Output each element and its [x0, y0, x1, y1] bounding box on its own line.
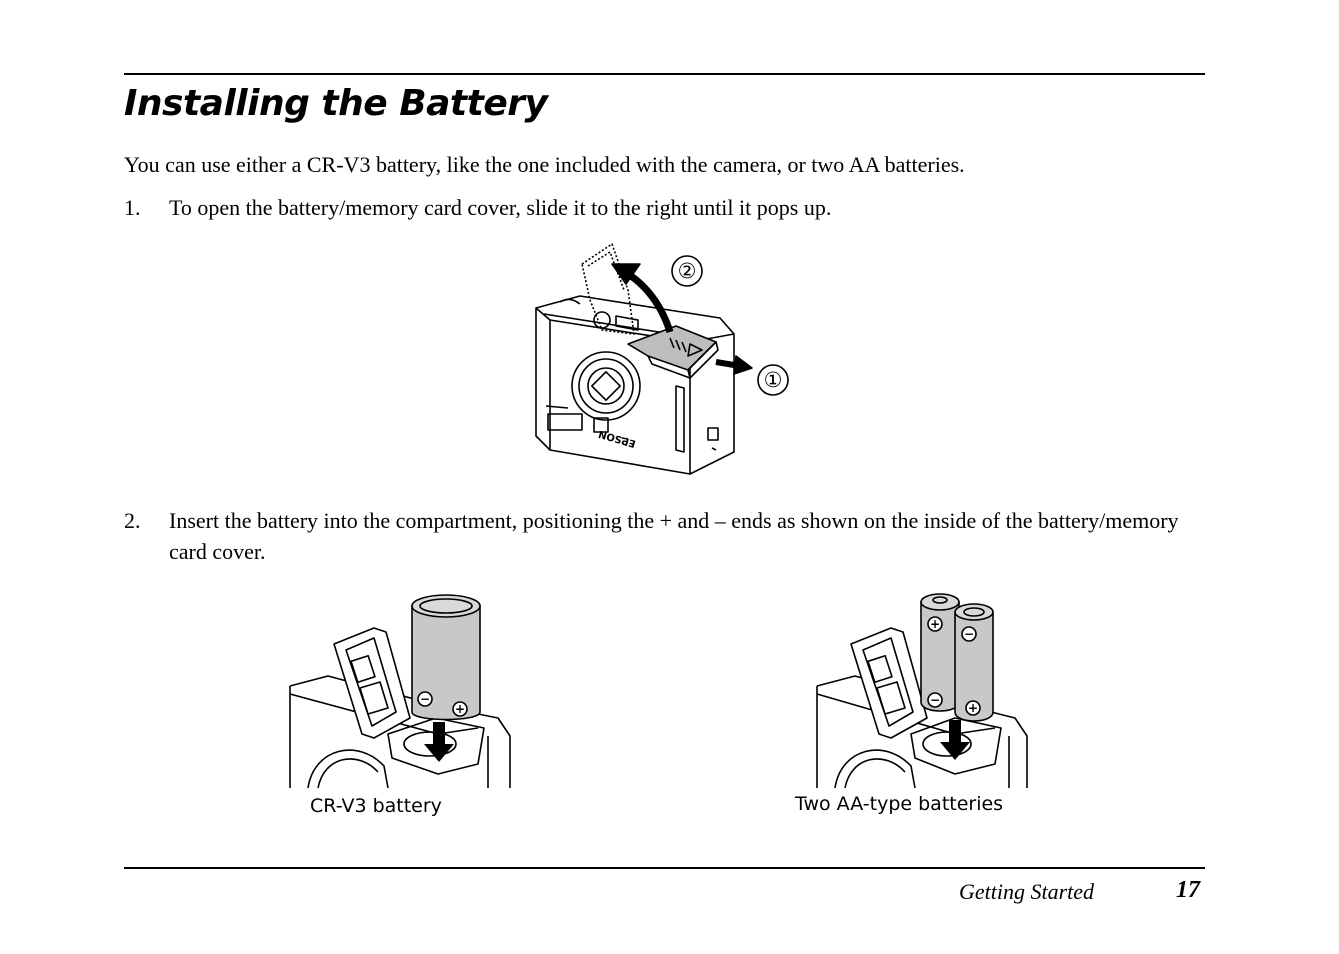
footer-section-title: Getting Started — [959, 879, 1095, 904]
intro-paragraph: You can use either a CR-V3 battery, like… — [124, 152, 965, 177]
step-1-number: 1. — [124, 195, 141, 220]
down-arrow-icon — [424, 722, 454, 762]
step-1-text: To open the battery/memory card cover, s… — [169, 195, 832, 220]
plus-symbol: + — [968, 701, 978, 715]
page-number: 17 — [1176, 877, 1200, 903]
top-rule — [124, 73, 1205, 75]
crv3-battery-illustration: − + — [289, 594, 511, 789]
crv3-caption: CR-V3 battery — [310, 795, 442, 817]
plus-symbol: + — [455, 702, 465, 716]
minus-symbol: − — [420, 692, 430, 706]
callout-2-label: ② — [678, 259, 697, 283]
page-title: Installing the Battery — [124, 83, 548, 124]
step-2-text: Insert the battery into the compartment,… — [169, 508, 1179, 564]
callout-1-label: ① — [764, 368, 783, 392]
down-arrow-icon — [940, 720, 970, 760]
camera-open-cover-illustration: ① ② EPSON — [535, 243, 789, 475]
minus-symbol: − — [930, 693, 940, 707]
aa-batteries-illustration: + − − + — [816, 593, 1028, 789]
step-2-number: 2. — [124, 508, 141, 533]
footer-rule — [124, 867, 1205, 869]
minus-symbol: − — [964, 627, 974, 641]
aa-caption: Two AA-type batteries — [795, 793, 1004, 815]
plus-symbol: + — [930, 617, 940, 631]
